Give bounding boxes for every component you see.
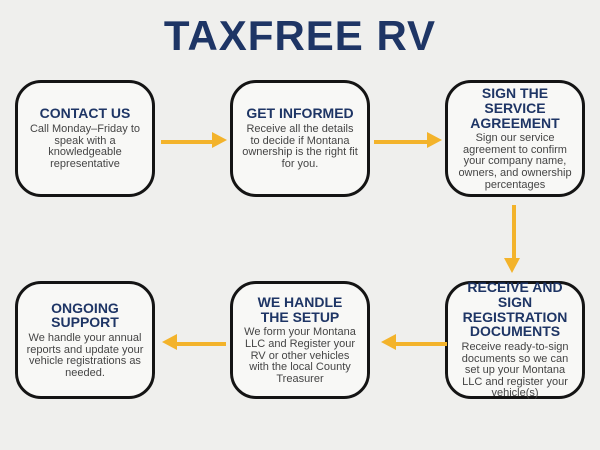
- flow-arrow-left-icon: [162, 334, 226, 353]
- step-heading: ONGOING SUPPORT: [51, 299, 119, 331]
- step-heading: CONTACT US: [39, 105, 131, 122]
- step-body: We handle your annual reports and update…: [26, 332, 144, 379]
- arrow-head: [427, 132, 442, 148]
- arrow-shaft: [374, 140, 431, 144]
- arrow-shaft: [173, 342, 226, 346]
- arrow-shaft: [512, 205, 516, 262]
- flow-arrow-right-icon: [161, 132, 227, 151]
- arrow-head: [381, 334, 396, 350]
- arrow-head: [212, 132, 227, 148]
- step-box-get-informed: GET INFORMED Receive all the details to …: [230, 80, 370, 197]
- arrow-shaft: [392, 342, 447, 346]
- step-box-contact-us: CONTACT US Call Monday–Friday to speak w…: [15, 80, 155, 197]
- step-body: We form your Montana LLC and Register yo…: [244, 326, 356, 385]
- arrow-head: [162, 334, 177, 350]
- page-title: TAXFREE RV: [163, 12, 437, 59]
- step-body: Call Monday–Friday to speak with a knowl…: [29, 123, 141, 170]
- step-body: Receive ready-to-sign documents so we ca…: [461, 341, 569, 400]
- flow-arrow-down-icon: [504, 205, 523, 273]
- flow-arrow-right-icon: [374, 132, 442, 151]
- step-heading: WE HANDLE THE SETUP: [257, 293, 343, 325]
- step-box-ongoing-support: ONGOING SUPPORT We handle your annual re…: [15, 281, 155, 399]
- arrow-shaft: [161, 140, 216, 144]
- arrow-head: [504, 258, 520, 273]
- flow-arrow-left-icon: [381, 334, 447, 353]
- step-heading: GET INFORMED: [246, 105, 354, 122]
- step-body: Receive all the details to decide if Mon…: [242, 123, 358, 170]
- step-heading: SIGN THE SERVICE AGREEMENT: [470, 84, 560, 131]
- step-heading: RECEIVE AND SIGN REGISTRATION DOCUMENTS: [462, 278, 568, 340]
- step-box-we-handle-the-setup: WE HANDLE THE SETUP We form your Montana…: [230, 281, 370, 399]
- step-body: Sign our service agreement to confirm yo…: [458, 132, 572, 191]
- step-box-sign-the-service-agreement: SIGN THE SERVICE AGREEMENT Sign our serv…: [445, 80, 585, 197]
- step-box-receive-and-sign-registration-documents: RECEIVE AND SIGN REGISTRATION DOCUMENTS …: [445, 278, 585, 400]
